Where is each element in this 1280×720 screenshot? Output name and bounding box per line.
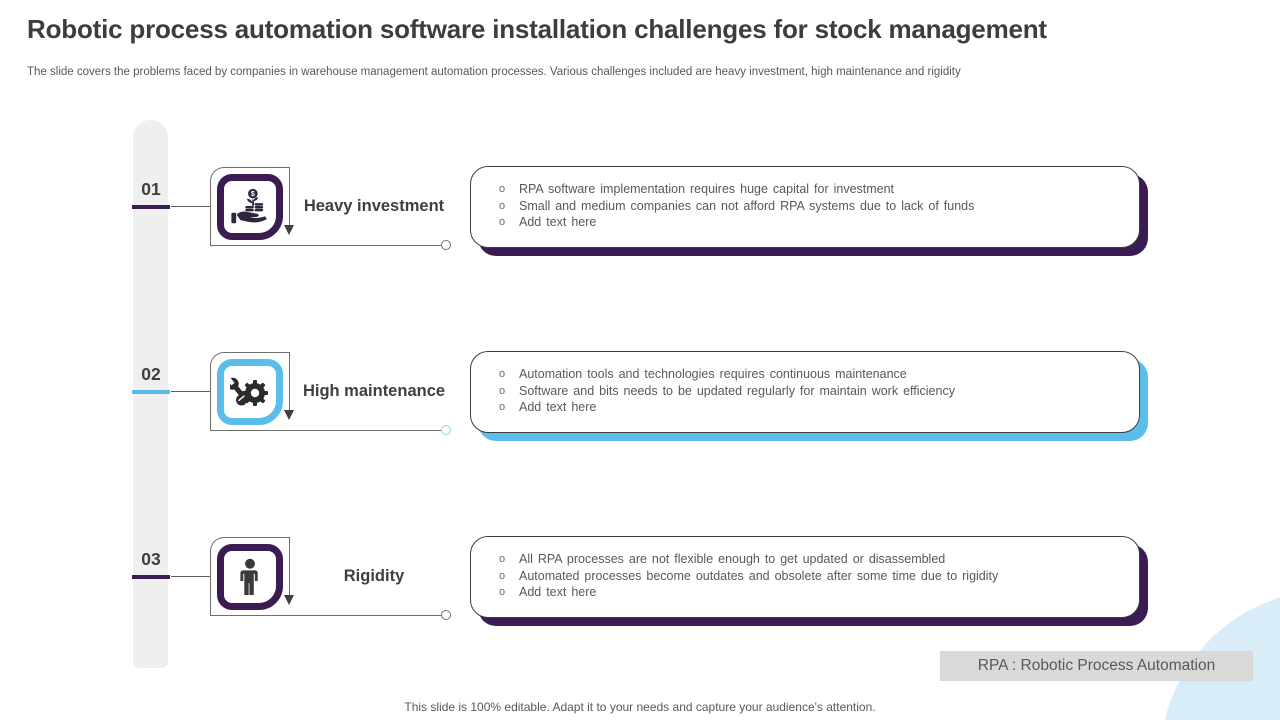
- bullet-text: Small and medium companies can not affor…: [519, 198, 975, 213]
- step-number: 01: [141, 179, 161, 199]
- maintenance-icon-box: [217, 359, 283, 425]
- challenge-label: Rigidity: [343, 567, 405, 585]
- challenge-row-high-maintenance: 02: [0, 351, 1280, 461]
- bullet-text: Add text here: [519, 215, 597, 229]
- wrench-gear-maintenance-icon: [230, 377, 268, 406]
- icon-outline-right-line: [289, 537, 290, 596]
- bullet-item: o Add text here: [499, 399, 1115, 416]
- footer-note: This slide is 100% editable. Adapt it to…: [404, 700, 876, 714]
- bullet-item: o Software and bits needs to be updated r…: [499, 383, 1115, 400]
- bullet-item: o All RPA processes are not flexible enou…: [499, 551, 1115, 568]
- bullet-item: o Automated processes become outdates and…: [499, 568, 1115, 585]
- abbreviation-note: RPA : Robotic Process Automation: [940, 651, 1253, 681]
- content-area: o Automation tools and technologies requi…: [470, 351, 1150, 443]
- bullet-marker: o: [499, 183, 506, 195]
- bullet-text: Automation tools and technologies requir…: [519, 367, 907, 381]
- bullet-text: All RPA processes are not flexible enoug…: [519, 552, 946, 566]
- bullet-text: Add text here: [519, 400, 597, 414]
- connector-bottom-line: [210, 245, 441, 246]
- bullet-item: o Small and medium companies can not affo…: [499, 198, 1115, 215]
- connector-end-circle: [441, 425, 451, 435]
- bullet-item: o RPA software implementation requires hu…: [499, 181, 1115, 198]
- icon-outline-frame: [210, 352, 290, 431]
- bullet-marker: o: [499, 384, 506, 397]
- bullet-item: o Add text here: [499, 584, 1115, 601]
- bullet-text: Software and bits needs to be updated re…: [519, 383, 955, 398]
- hand-holding-coins-investment-icon: $: [231, 188, 267, 224]
- investment-icon-box: $: [217, 174, 283, 240]
- bullet-text: RPA software implementation requires hug…: [519, 182, 895, 196]
- rigidity-icon-box: [217, 544, 283, 610]
- challenge-row-heavy-investment: 01 $: [0, 166, 1280, 276]
- content-box: o All RPA processes are not flexible enou…: [470, 536, 1140, 618]
- icon-outline-right-line: [289, 352, 290, 411]
- connector-end-circle: [441, 610, 451, 620]
- bullet-text: Add text here: [519, 585, 597, 599]
- bullet-marker: o: [499, 553, 506, 565]
- connector-bottom-line: [210, 430, 441, 431]
- content-box: o RPA software implementation requires hu…: [470, 166, 1140, 248]
- bullet-item: o Add text here: [499, 214, 1115, 231]
- bullet-marker: o: [499, 569, 506, 582]
- connector-line: [171, 576, 210, 577]
- page-subtitle: The slide covers the problems faced by c…: [27, 66, 961, 78]
- bullet-text: Automated processes become outdates and …: [519, 568, 999, 583]
- connector-end-circle: [441, 240, 451, 250]
- arrow-down-icon: [284, 595, 294, 605]
- svg-text:$: $: [251, 190, 255, 198]
- bullet-marker: o: [499, 586, 506, 598]
- bullet-marker: o: [499, 216, 506, 228]
- page-title: Robotic process automation software inst…: [27, 14, 1047, 44]
- icon-outline-frame: [210, 167, 290, 246]
- connector-line: [171, 391, 210, 392]
- challenge-row-rigidity: 03 Rigidity o All RPA processes are not f…: [0, 536, 1280, 646]
- content-box: o Automation tools and technologies requi…: [470, 351, 1140, 433]
- step-number-underline: [132, 390, 170, 394]
- step-number: 03: [141, 549, 161, 569]
- bullet-marker: o: [499, 368, 506, 380]
- bullet-item: o Automation tools and technologies requi…: [499, 366, 1115, 383]
- step-number-underline: [132, 575, 170, 579]
- connector-line: [171, 206, 210, 207]
- arrow-down-icon: [284, 410, 294, 420]
- connector-bottom-line: [210, 615, 441, 616]
- icon-outline-frame: [210, 537, 290, 616]
- arrow-down-icon: [284, 225, 294, 235]
- content-area: o RPA software implementation requires hu…: [470, 166, 1150, 258]
- bullet-marker: o: [499, 401, 506, 413]
- challenge-label: Heavy investment: [303, 197, 445, 215]
- person-rigidity-icon: [240, 558, 258, 596]
- bullet-marker: o: [499, 199, 506, 212]
- content-area: o All RPA processes are not flexible enou…: [470, 536, 1150, 628]
- icon-outline-right-line: [289, 167, 290, 226]
- step-number-underline: [132, 205, 170, 209]
- challenge-label: High maintenance: [302, 382, 446, 400]
- step-number: 02: [141, 364, 161, 384]
